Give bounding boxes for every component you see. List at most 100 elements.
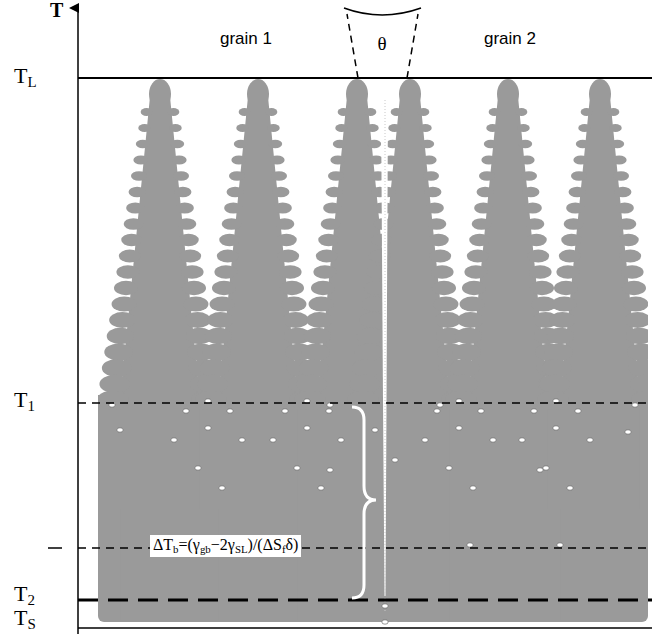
- side-arm: [338, 108, 350, 116]
- side-arm: [102, 359, 132, 377]
- side-arm: [481, 156, 496, 165]
- side-arm: [174, 187, 191, 197]
- side-arm: [333, 140, 347, 148]
- side-arm: [576, 140, 590, 148]
- side-arm: [176, 202, 194, 213]
- side-arm: [367, 140, 381, 148]
- side-arm: [131, 171, 147, 181]
- t2-line: [78, 599, 652, 602]
- side-arm: [354, 343, 383, 360]
- liquid-droplet: [587, 438, 593, 442]
- liquid-droplet: [446, 466, 452, 470]
- side-arm: [326, 187, 343, 197]
- liquid-droplet: [470, 486, 476, 490]
- boundary-liquid-film: [381, 100, 388, 596]
- side-arm: [177, 218, 197, 230]
- side-arm: [173, 171, 189, 181]
- side-arm: [452, 343, 481, 360]
- side-arm: [578, 124, 591, 132]
- solidus-line: [78, 627, 652, 629]
- grain-boundary: [385, 100, 386, 612]
- side-arm: [309, 296, 334, 311]
- side-arm: [202, 343, 231, 360]
- side-arm: [272, 187, 289, 197]
- side-arm: [527, 249, 549, 262]
- side-arm: [371, 234, 392, 246]
- side-arm: [435, 312, 461, 328]
- side-arm: [316, 249, 338, 262]
- side-arm: [623, 296, 648, 311]
- side-arm: [366, 124, 379, 132]
- liquid-droplet: [117, 428, 123, 432]
- side-arm: [98, 390, 129, 409]
- side-arm: [423, 171, 439, 181]
- side-arm: [236, 124, 249, 132]
- angle-line: [347, 14, 358, 78]
- side-arm: [628, 359, 648, 377]
- side-arm: [181, 265, 204, 279]
- side-arm: [352, 359, 382, 377]
- side-arm: [450, 359, 480, 377]
- temperature-label: TS: [14, 606, 36, 633]
- side-arm: [420, 140, 434, 148]
- side-arm: [200, 359, 230, 377]
- liquid-droplet: [227, 409, 233, 413]
- side-arm: [525, 218, 545, 230]
- side-arm: [277, 249, 299, 262]
- grain-label: grain 1: [220, 30, 272, 48]
- side-arm: [625, 312, 648, 328]
- liquid-droplet: [567, 486, 573, 490]
- side-arm: [612, 156, 627, 165]
- side-arm: [222, 218, 242, 230]
- side-arm: [229, 171, 245, 181]
- side-arm: [178, 234, 199, 246]
- side-arm: [559, 249, 581, 262]
- side-arm: [542, 359, 572, 377]
- side-arm: [231, 156, 246, 165]
- side-arm: [489, 108, 501, 116]
- side-arm: [617, 218, 637, 230]
- liquid-droplet: [543, 466, 549, 470]
- dendrite-trunk: [468, 95, 548, 620]
- side-arm: [386, 140, 400, 148]
- side-arm: [107, 328, 134, 344]
- dendrite-trunk: [317, 95, 397, 620]
- side-arm: [109, 312, 135, 328]
- side-arm: [182, 281, 206, 295]
- side-arm: [129, 187, 146, 197]
- side-arm: [141, 108, 153, 116]
- side-arm: [609, 124, 622, 132]
- side-arm: [328, 171, 344, 181]
- side-arm: [183, 296, 208, 311]
- side-arm: [299, 359, 329, 377]
- side-arm: [369, 156, 384, 165]
- side-arm: [304, 328, 331, 344]
- side-arm: [321, 218, 341, 230]
- axis-tick: [48, 547, 62, 549]
- side-arm: [433, 296, 458, 311]
- side-arm: [214, 265, 237, 279]
- side-arm: [422, 156, 437, 165]
- liquid-droplet: [382, 620, 388, 624]
- side-arm: [224, 202, 242, 213]
- side-arm: [217, 249, 239, 262]
- side-arm: [526, 234, 547, 246]
- temperature-label: T2: [14, 582, 35, 609]
- side-arm: [552, 296, 577, 311]
- liquid-droplet: [456, 426, 462, 430]
- side-arm: [271, 171, 287, 181]
- side-arm: [518, 140, 532, 148]
- side-arm: [207, 312, 233, 328]
- liquid-droplet: [219, 486, 225, 490]
- side-arm: [234, 140, 248, 148]
- side-arm: [275, 218, 295, 230]
- side-arm: [104, 343, 133, 360]
- liquid-droplet: [434, 409, 440, 413]
- side-arm: [169, 124, 182, 132]
- side-arm: [472, 218, 492, 230]
- range-brace: [352, 407, 376, 598]
- side-arm: [610, 140, 624, 148]
- side-arm: [388, 124, 401, 132]
- side-arm: [581, 108, 593, 116]
- formula-label: ΔTb=(γgb−2γSL)/(ΔSfδ): [150, 535, 301, 557]
